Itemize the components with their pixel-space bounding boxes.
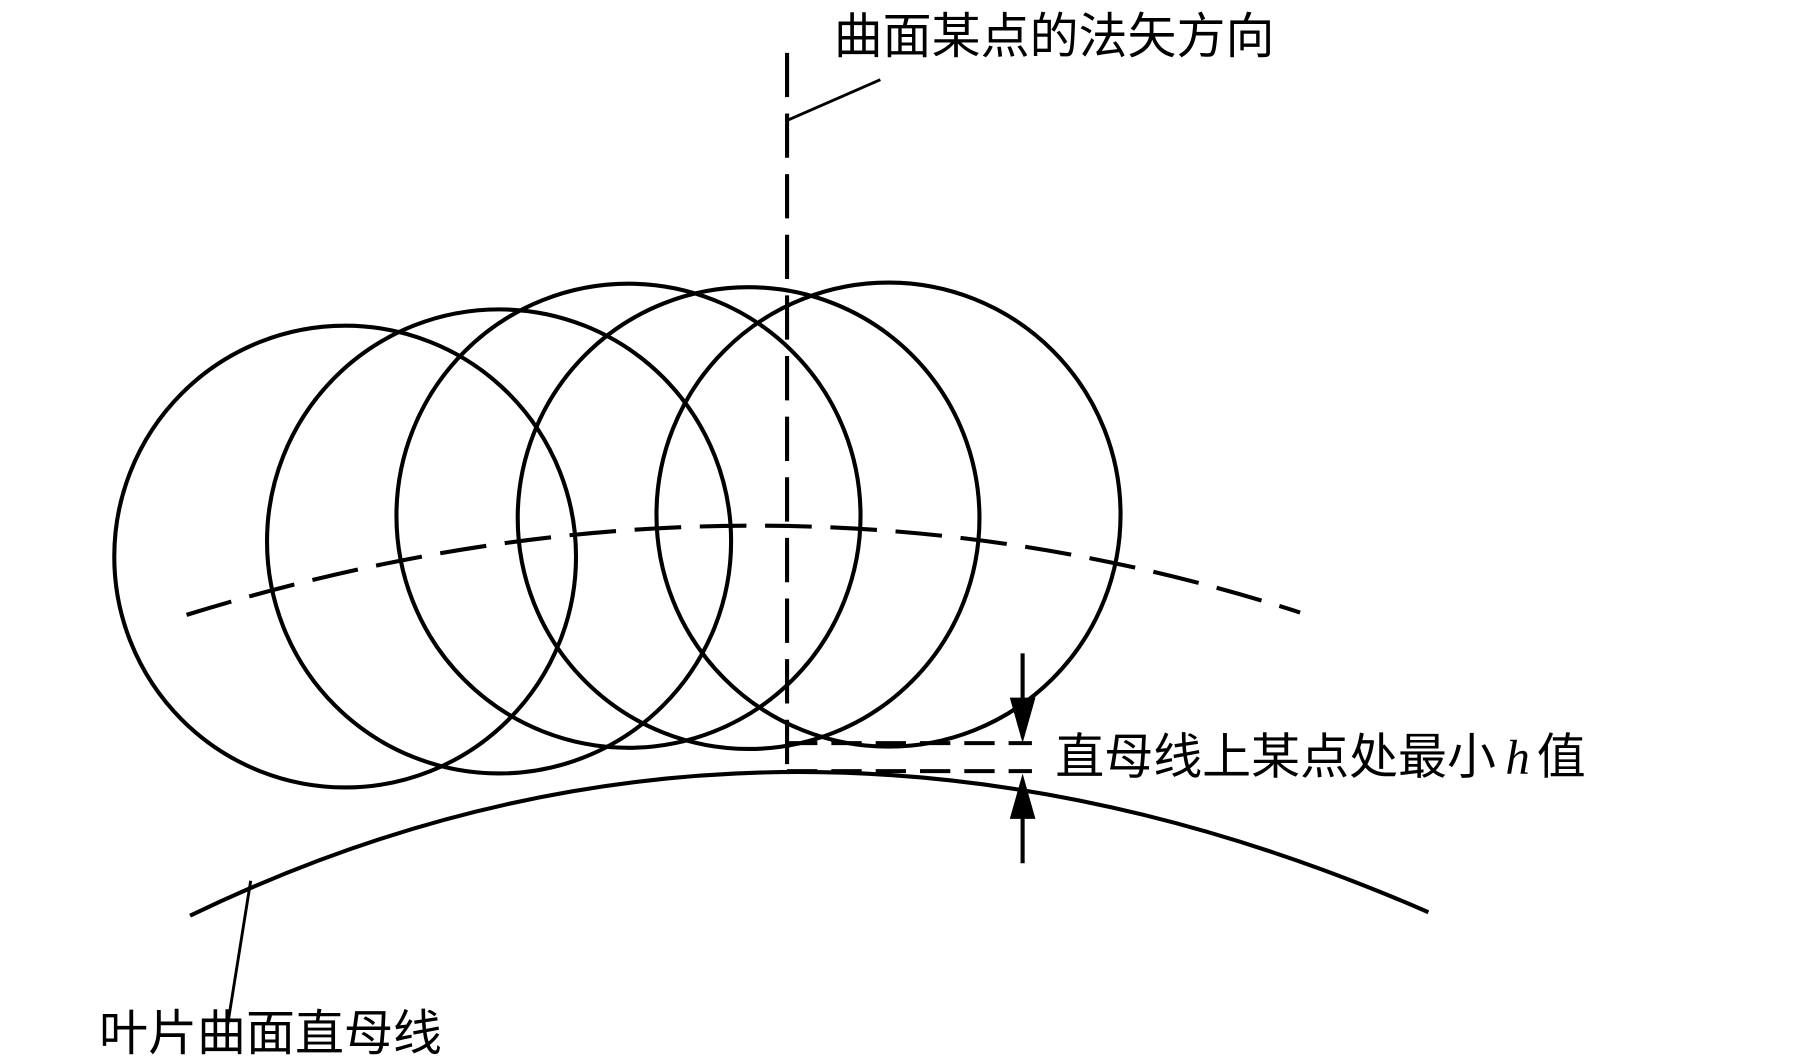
tool-circle-3	[394, 281, 863, 750]
ruling-leader-line	[225, 880, 253, 1027]
tool-circle-5	[654, 280, 1123, 749]
min-h-var: h	[1505, 729, 1529, 784]
min-h-suffix: 值	[1537, 728, 1586, 785]
arrow-up-icon	[1009, 773, 1036, 819]
normal-leader-line	[786, 78, 881, 122]
min-h-prefix: 直母线上某点处最小	[1055, 728, 1496, 785]
arrow-down-icon	[1009, 697, 1036, 744]
tool-circle-2	[264, 307, 734, 776]
ruling-line-label: 叶片曲面直母线	[99, 1005, 442, 1056]
blade-ruling-curve	[189, 770, 1430, 918]
tool-circle-1	[112, 323, 579, 790]
center-path-dashed	[185, 523, 1301, 617]
tool-circle-4	[515, 285, 982, 752]
normal-direction-label: 曲面某点的法矢方向	[834, 8, 1275, 65]
